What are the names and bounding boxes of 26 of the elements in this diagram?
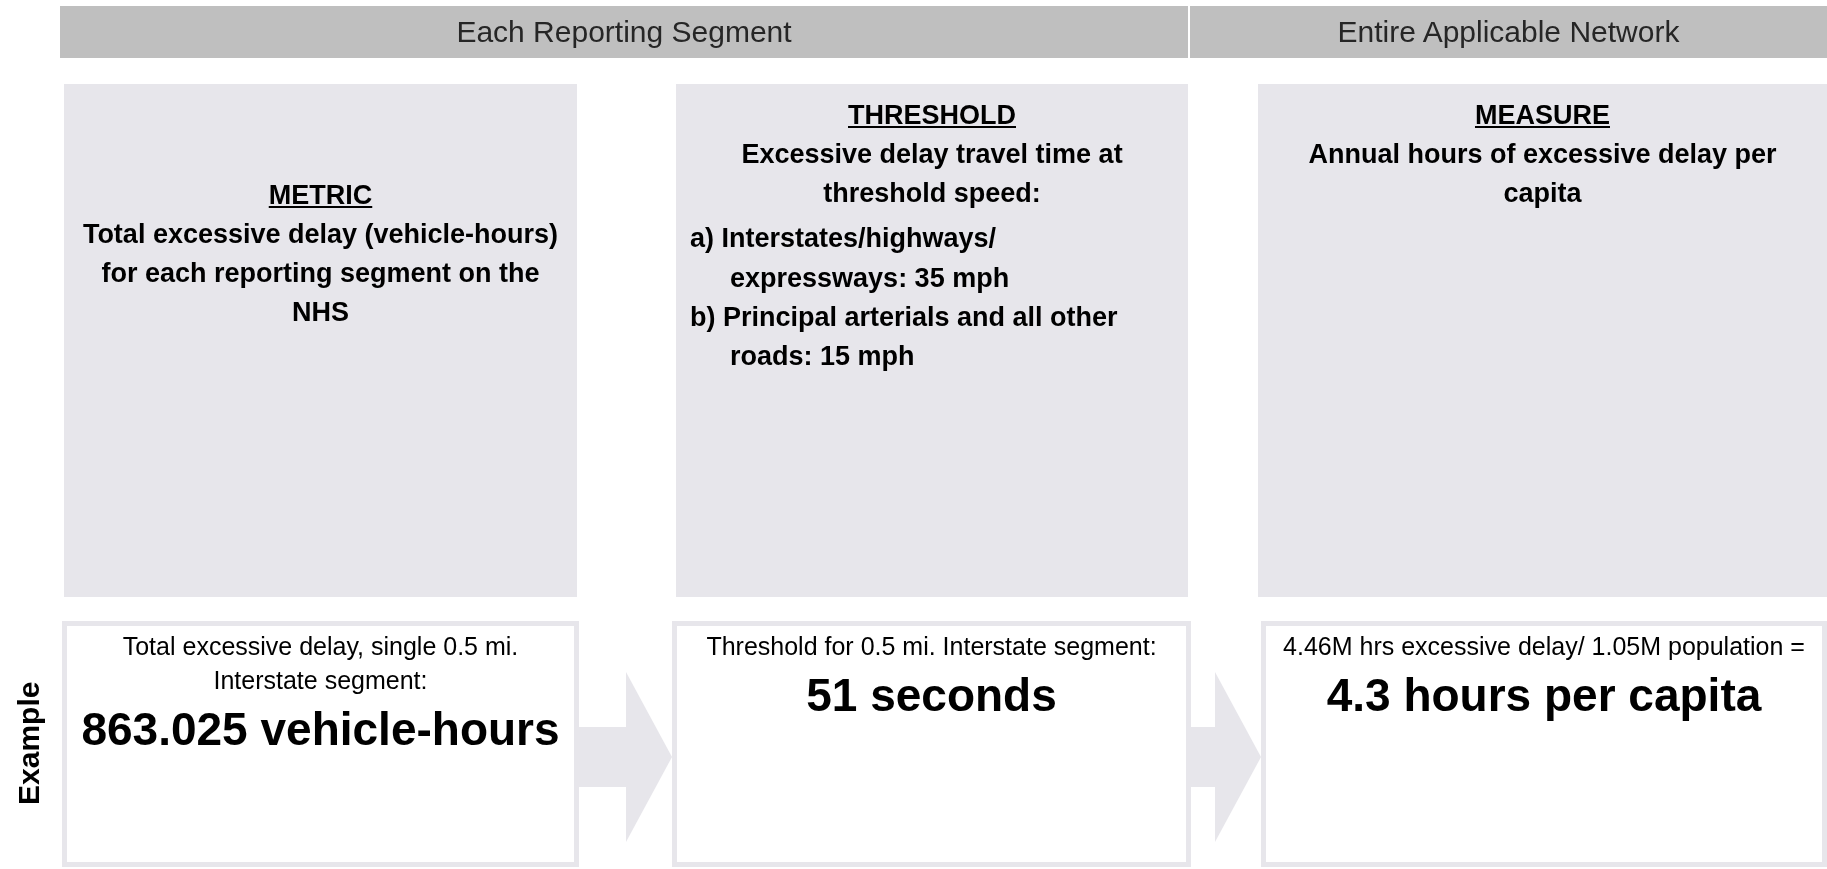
- panel-heading: MEASURE: [1475, 99, 1610, 132]
- example-text: Threshold for 0.5 mi. Interstate segment:: [706, 631, 1157, 662]
- example-box: [62, 621, 579, 867]
- header-text: Each Reporting Segment: [456, 15, 792, 49]
- panel-text: Annual hours of excessive delay per capita: [1307, 138, 1778, 211]
- example-text: 4.46M hrs excessive delay/ 1.05M population =: [1283, 631, 1805, 662]
- block-arrow: [579, 672, 672, 842]
- example-box: [672, 621, 1191, 867]
- block-arrow: [1191, 672, 1261, 842]
- panel-text: Total excessive delay (vehicle-hours) for each reporting segment on the NHS: [81, 218, 560, 330]
- example-text: Total excessive delay, single 0.5 mi. Interstate segment:: [121, 631, 520, 696]
- result-value: 4.3 hours per capita: [1326, 669, 1762, 722]
- example-box: [1261, 621, 1827, 867]
- info-panel: [676, 84, 1188, 597]
- header-text: Entire Applicable Network: [1337, 15, 1680, 49]
- panel-text: Excessive delay travel time at threshold speed:: [740, 138, 1124, 211]
- panel-heading: THRESHOLD: [848, 99, 1016, 132]
- header-band: [60, 6, 1188, 58]
- row-label: Example: [12, 683, 46, 805]
- result-value: 863.025 vehicle-hours: [81, 703, 560, 755]
- panel-heading: METRIC: [268, 179, 373, 212]
- list-item: b) Principal arterials and all other roads: 15 mph: [690, 300, 1119, 373]
- header-band: [1190, 6, 1827, 58]
- info-panel: [1258, 84, 1827, 597]
- info-panel: [64, 84, 577, 597]
- result-value: 51 seconds: [806, 669, 1057, 722]
